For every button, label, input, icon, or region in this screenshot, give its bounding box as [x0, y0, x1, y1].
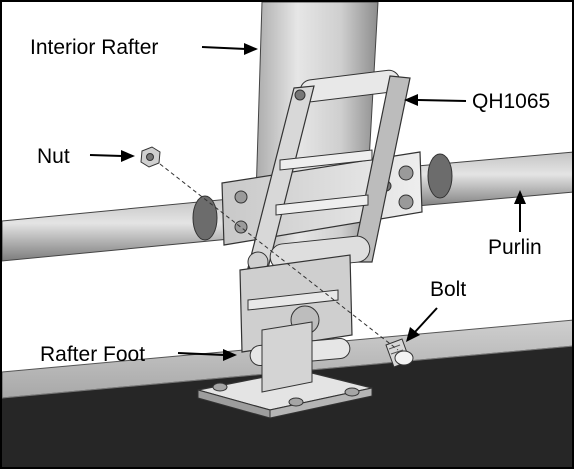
bracket-bolt-head — [398, 194, 414, 210]
bracket-bolt-head — [398, 165, 414, 181]
arrow-rafter-foot — [177, 352, 225, 356]
label-purlin: Purlin — [488, 236, 542, 259]
assembly-path-line — [159, 163, 399, 351]
label-bolt: Bolt — [430, 278, 466, 301]
bracket-bolt-head — [234, 190, 248, 204]
rafter-foot — [197, 254, 373, 419]
callout-arrows — [89, 43, 526, 361]
label-interior-rafter: Interior Rafter — [30, 36, 158, 59]
arrow-bolt — [414, 307, 438, 333]
arrow-interior-rafter — [201, 46, 247, 50]
label-rafter-foot: Rafter Foot — [40, 343, 145, 366]
arrow-nut — [89, 154, 123, 157]
loose-nut — [140, 146, 161, 168]
label-nut: Nut — [37, 145, 70, 168]
label-qh1065: QH1065 — [472, 90, 550, 113]
arrow-qh1065 — [417, 99, 467, 102]
